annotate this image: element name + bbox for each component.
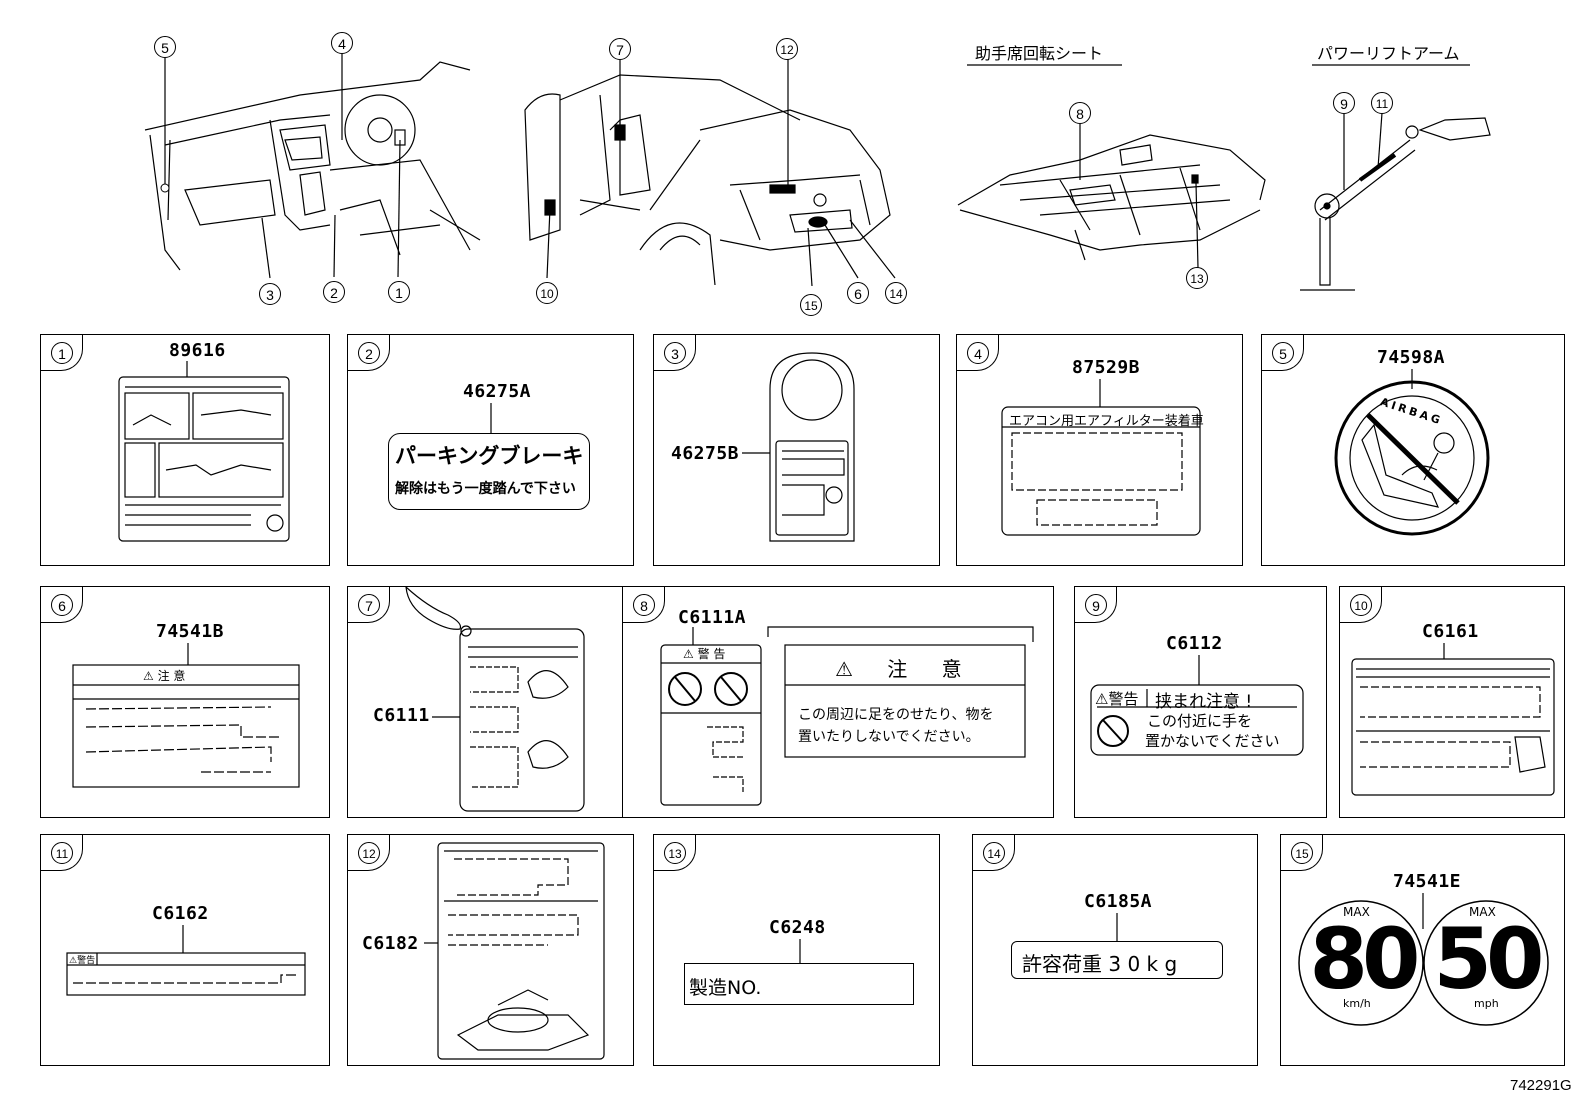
panel-number: 13 — [664, 842, 686, 864]
panel-number: 7 — [358, 594, 380, 616]
serial-number-plate: 製造NO. — [684, 963, 914, 1005]
swivel-seat-header: 助手席回転シート — [975, 44, 1104, 63]
parking-brake-line2: 解除はもう一度踏んで下さい — [395, 481, 576, 497]
panel-number: 1 — [51, 342, 73, 364]
panel-7: 7 C6111 — [347, 586, 634, 818]
part-number: 87529B — [1072, 357, 1141, 378]
callout-13: 13 — [1186, 267, 1208, 289]
pinch-text-line1: この付近に手を — [1147, 712, 1253, 730]
callout-7: 7 — [609, 38, 631, 60]
panel-14: 14 C6185A 許容荷重 3 0 k g — [972, 834, 1258, 1066]
callout-10: 10 — [536, 282, 558, 304]
panel-13: 13 C6248 製造NO. — [653, 834, 940, 1066]
panel-9: 9 C6112 ⚠警告 挟まれ注意 ! この付近に手を 置かないでください — [1074, 586, 1327, 818]
panel-number: 3 — [664, 342, 686, 364]
panel-4: 4 87529B エアコン用エアフィルター装着車 — [956, 334, 1243, 566]
part-number: 74598A — [1377, 347, 1446, 368]
speed-unit-1: km/h — [1343, 997, 1371, 1010]
callout-12: 12 — [776, 38, 798, 60]
speed-value-1: 80 — [1309, 910, 1421, 1008]
load-capacity-text: 許容荷重 3 0 k g — [1022, 952, 1178, 976]
panel-2: 2 46275A パーキングブレーキ 解除はもう一度踏んで下さい — [347, 334, 634, 566]
panel-5: 5 74598A AIRBAG — [1261, 334, 1565, 566]
part-number: 74541E — [1393, 871, 1462, 892]
speed-value-2: 50 — [1433, 910, 1545, 1008]
warning-tag: ⚠警告 — [1095, 690, 1139, 708]
panel-number: 6 — [51, 594, 73, 616]
warning-small-header: ⚠ 警 告 — [683, 647, 726, 661]
speed-max-label-2: MAX — [1469, 905, 1496, 919]
panel-6: 6 74541B ⚠ 注 意 — [40, 586, 330, 818]
panel-1: 1 89616 — [40, 334, 330, 566]
part-number: C6111 — [373, 705, 430, 726]
panel-15: 15 74541E MAX 80 km/h MAX 50 mph — [1280, 834, 1565, 1066]
panel-number: 12 — [358, 842, 380, 864]
seat-manual-tag-icon — [405, 587, 585, 812]
callout-2: 2 — [323, 281, 345, 303]
speed-max-label-1: MAX — [1343, 905, 1370, 919]
callout-5: 5 — [154, 36, 176, 58]
panel-11: 11 C6162 ⚠警告 — [40, 834, 330, 1066]
caution-text-line2: 置いたりしないでください。 — [798, 729, 980, 745]
power-lift-arm-header: パワーリフトアーム — [1317, 44, 1460, 63]
part-number: C6185A — [1084, 891, 1153, 912]
parking-brake-label: パーキングブレーキ 解除はもう一度踏んで下さい — [388, 433, 590, 510]
callout-8: 8 — [1069, 102, 1091, 124]
part-number: C6248 — [769, 917, 826, 938]
panel-8: 8 C6111A ⚠ 警 告 ⚠ 注 意 この周辺に足をのせたり、物を 置いたり… — [622, 586, 1054, 818]
part-number: 74541B — [156, 621, 225, 642]
seat-diagram-icon — [424, 842, 605, 1060]
swivel-seat-illustration — [957, 64, 1266, 269]
part-number: C6111A — [678, 607, 747, 628]
part-number: C6161 — [1422, 621, 1479, 642]
car-rear-illustration — [524, 58, 896, 287]
caution-header: ⚠ 注 意 — [143, 669, 186, 683]
panel-number: 14 — [983, 842, 1005, 864]
dashboard-illustration — [144, 54, 481, 279]
callout-11: 11 — [1371, 92, 1393, 114]
panel-number: 9 — [1085, 594, 1107, 616]
panel-number: 10 — [1350, 594, 1372, 616]
panel-number: 8 — [633, 594, 655, 616]
airbag-warning-icon — [1334, 369, 1490, 536]
part-number: 89616 — [169, 340, 226, 361]
power-lift-arm-illustration — [1300, 64, 1491, 291]
panel-number: 4 — [967, 342, 989, 364]
part-number: C6112 — [1166, 633, 1223, 654]
caution-text-line1: この周辺に足をのせたり、物を — [798, 707, 994, 723]
callout-6: 6 — [847, 282, 869, 304]
callout-4: 4 — [331, 32, 353, 54]
panel-number: 15 — [1291, 842, 1313, 864]
panel-number: 11 — [51, 842, 73, 864]
panel-10: 10 C6161 — [1339, 586, 1565, 818]
warning-tag: ⚠警告 — [69, 956, 96, 966]
pinch-text-line2: 置かないでください — [1145, 732, 1280, 750]
part-number: 46275B — [671, 443, 740, 464]
engine-label-icon — [118, 361, 290, 542]
caution-big-header: ⚠ 注 意 — [835, 657, 976, 681]
parking-brake-line1: パーキングブレーキ — [395, 444, 584, 468]
diagram-id: 742291G — [1510, 1077, 1572, 1094]
speed-unit-2: mph — [1474, 997, 1499, 1010]
load-capacity-label: 許容荷重 3 0 k g — [1011, 941, 1223, 979]
panel-3: 3 46275B — [653, 334, 940, 566]
callout-1: 1 — [388, 281, 410, 303]
serial-number-text: 製造NO. — [689, 977, 762, 999]
air-filter-label-header: エアコン用エアフィルター装着車 — [1009, 414, 1204, 429]
hang-tag-icon — [742, 352, 855, 542]
callout-14: 14 — [885, 282, 907, 304]
panel-number: 5 — [1272, 342, 1294, 364]
callout-9: 9 — [1333, 92, 1355, 114]
part-number: 46275A — [463, 381, 532, 402]
callout-3: 3 — [259, 283, 281, 305]
pinch-caution-header: 挟まれ注意 ! — [1155, 692, 1253, 712]
callout-15: 15 — [800, 294, 822, 316]
part-number: C6162 — [152, 903, 209, 924]
panel-number: 2 — [358, 342, 380, 364]
panel-12: 12 C6182 — [347, 834, 634, 1066]
part-number: C6182 — [362, 933, 419, 954]
